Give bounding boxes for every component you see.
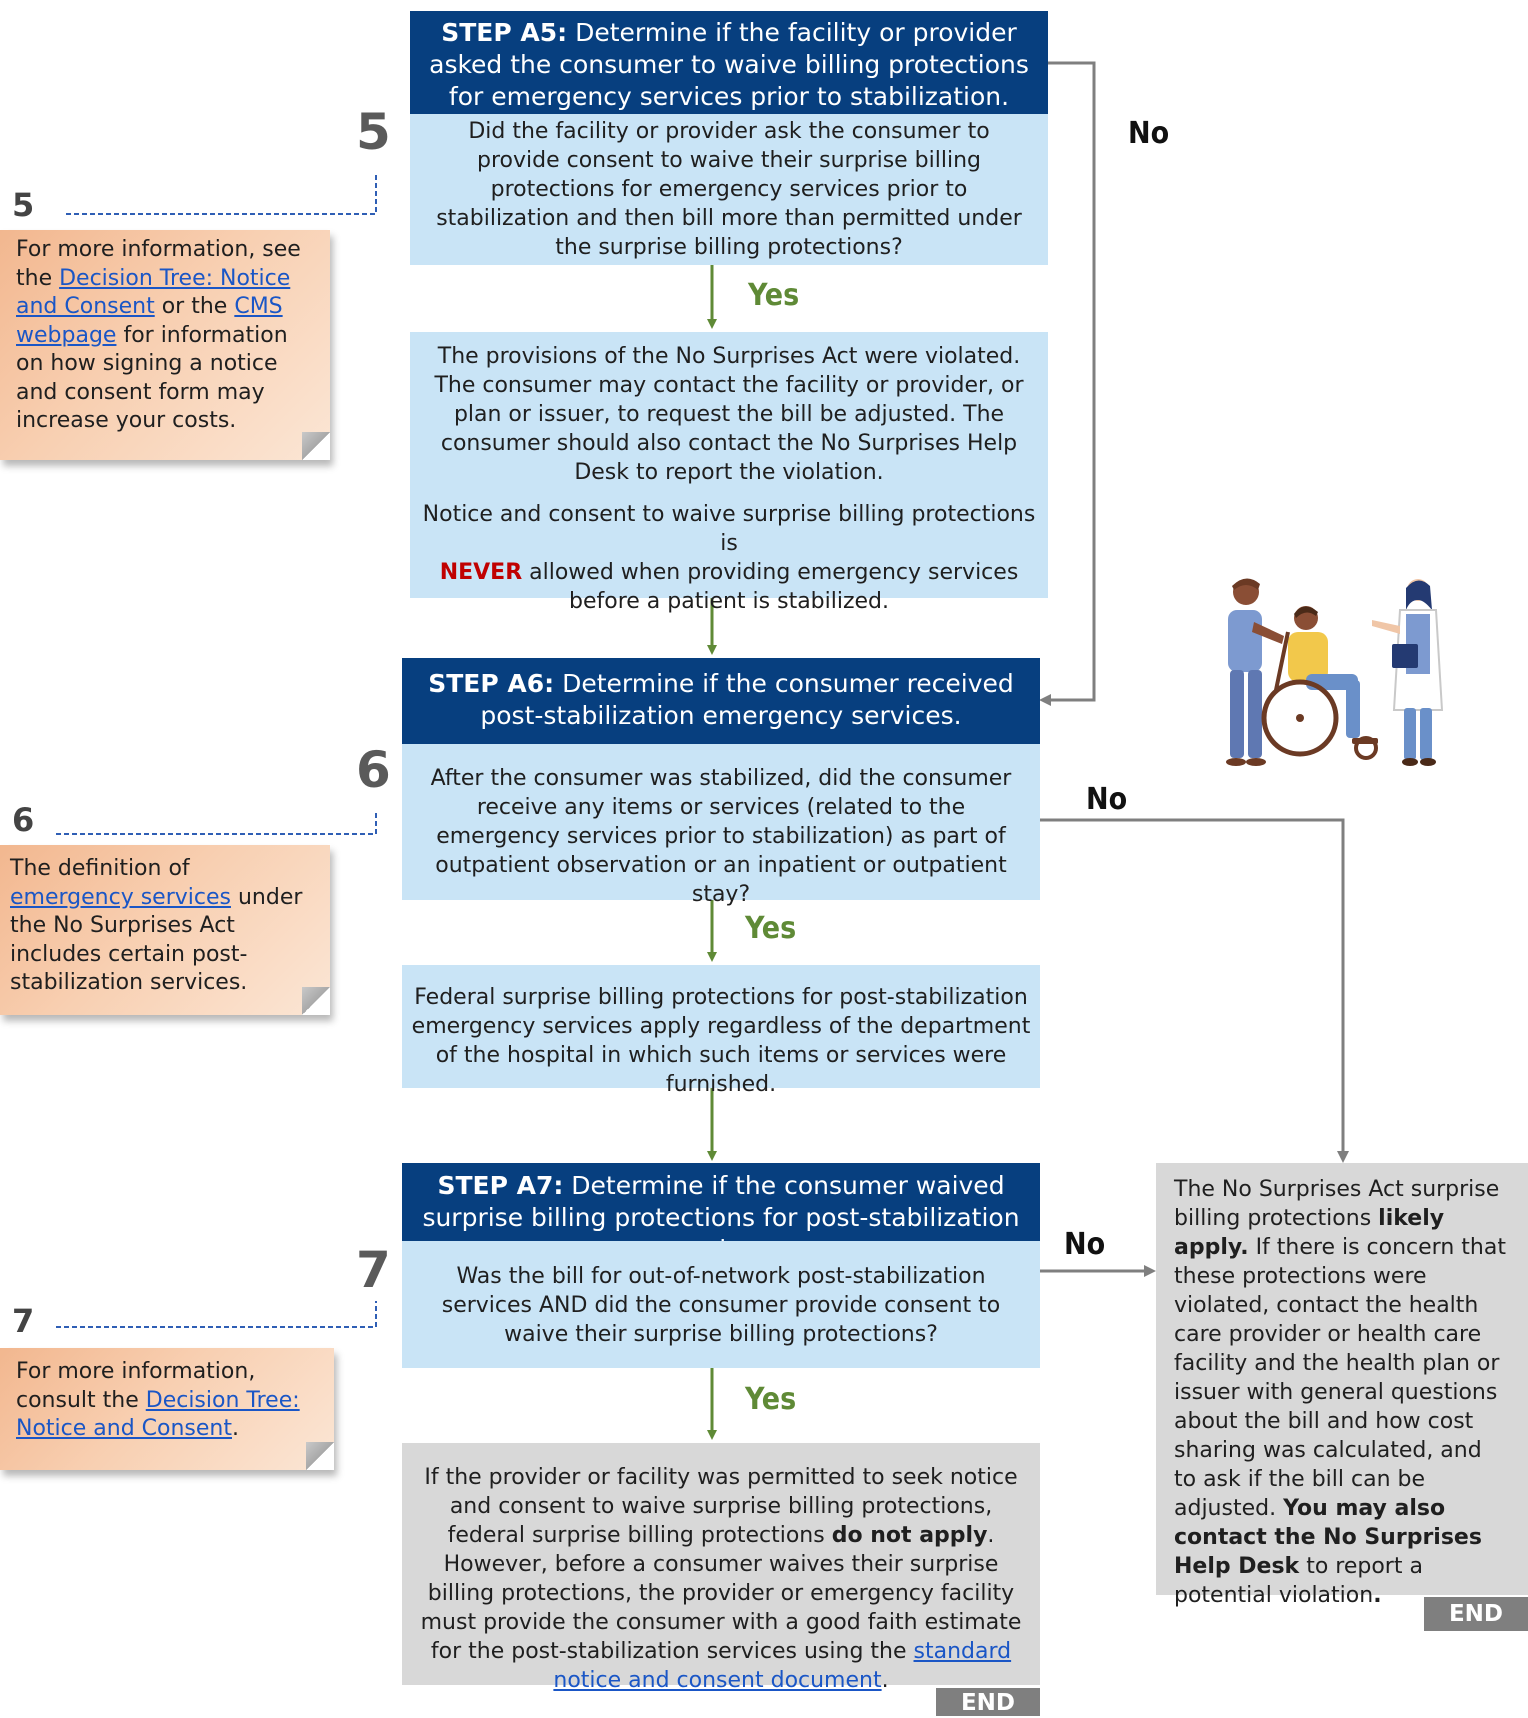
step-a7-yes-label: Yes: [745, 1382, 797, 1417]
step-a5-result-p2: Notice and consent to waive surprise bil…: [418, 500, 1040, 616]
step-a5-number: 5: [356, 103, 391, 161]
step-a7-number: 7: [356, 1241, 391, 1299]
note-6: The definition of emergency services und…: [0, 845, 330, 1015]
note-5: For more information, see the Decision T…: [0, 230, 330, 460]
step-a6-question-text: After the consumer was stabilized, did t…: [430, 766, 1012, 907]
never-emphasis: NEVER: [439, 560, 523, 585]
cms-webpage-link[interactable]: CMS webpage: [16, 294, 283, 348]
decision-tree-notice-consent-link[interactable]: Decision Tree: Notice and Consent: [16, 265, 291, 320]
step-a6-number: 6: [356, 741, 391, 799]
a5-no-path: [1039, 61, 1096, 706]
decision-tree-notice-consent-link-2[interactable]: Decision Tree: Notice and Consent: [16, 1387, 300, 1442]
likely-apply-end-badge: END: [1424, 1597, 1528, 1631]
a6-no-path: [1040, 818, 1349, 1163]
step-a5-no-label: No: [1128, 116, 1170, 151]
doctor-figure: [1372, 579, 1444, 766]
note7-t1: For more information, consult the: [16, 1359, 256, 1413]
note5-connector: [66, 172, 377, 215]
a7-result-t1: If the provider or facility was permitte…: [424, 1465, 1018, 1548]
step-a6-no-label: No: [1086, 782, 1128, 817]
note-7: For more information, consult the Decisi…: [0, 1348, 334, 1470]
likely-apply-end-period: .: [1373, 1583, 1382, 1608]
step-a7-question-text: Was the bill for out-of-network post-sta…: [441, 1264, 1001, 1347]
step-a5-title: Determine if the facility or provider as…: [429, 18, 1029, 111]
note6-connector: [56, 810, 377, 835]
result-p2-before: Notice and consent to waive surprise bil…: [422, 502, 1036, 556]
step-a6-header: STEP A6: Determine if the consumer recei…: [402, 658, 1040, 744]
patient-in-wheelchair: [1261, 606, 1378, 760]
note6-t1: The definition of: [10, 856, 190, 881]
likely-apply-t3: to report a potential violation: [1174, 1554, 1423, 1608]
likely-apply-t1: The No Surprises Act surprise billing pr…: [1174, 1177, 1500, 1231]
note5-t3: for information on how signing a notice …: [16, 322, 288, 434]
emergency-services-link[interactable]: emergency services: [10, 884, 231, 910]
note7-connector: [56, 1301, 377, 1328]
step-a6-title: Determine if the consumer received post-…: [480, 669, 1014, 730]
note5-page-curl: [302, 432, 330, 460]
step-a7-question: Was the bill for out-of-network post-sta…: [402, 1241, 1040, 1368]
step-a5-question: Did the facility or provider ask the con…: [410, 114, 1048, 265]
step-a5-result-p1: The provisions of the No Surprises Act w…: [434, 344, 1024, 485]
a7-result-t2: . However, before a consumer waives thei…: [420, 1523, 1022, 1664]
likely-apply-box: The No Surprises Act surprise billing pr…: [1156, 1163, 1528, 1608]
step-a5-question-text: Did the facility or provider ask the con…: [436, 119, 1022, 260]
note7-t2: .: [232, 1416, 239, 1441]
likely-apply-emphasis: likely apply.: [1174, 1206, 1445, 1260]
likely-apply-t2: If there is concern that these protectio…: [1174, 1235, 1506, 1521]
help-desk-emphasis: You may also contact the No Surprises He…: [1174, 1496, 1482, 1579]
note6-t2: under the No Surprises Act includes cert…: [10, 884, 303, 996]
note6-page-curl: [302, 987, 330, 1015]
step-a6-yes-label: Yes: [745, 911, 797, 946]
note-5-number: 5: [12, 186, 35, 224]
step-a6-result: Federal surprise billing protections for…: [402, 965, 1040, 1097]
note5-t2: or the: [161, 294, 228, 319]
step-a7-result: If the provider or facility was permitte…: [402, 1443, 1040, 1693]
note-7-number: 7: [12, 1302, 35, 1340]
step-a6-label: STEP A6:: [428, 669, 555, 698]
step-a5-yes-label: Yes: [748, 278, 800, 313]
standard-notice-consent-link[interactable]: standard notice and consent document: [553, 1639, 1012, 1693]
step-a6-question: After the consumer was stabilized, did t…: [402, 744, 1040, 907]
step-a7-header: STEP A7: Determine if the consumer waive…: [402, 1163, 1040, 1264]
caregiver-figure: [1226, 578, 1284, 766]
note-6-number: 6: [12, 801, 35, 839]
step-a5-result: The provisions of the No Surprises Act w…: [410, 332, 1048, 614]
step-a7-label: STEP A7:: [437, 1171, 564, 1200]
step-a6-result-text: Federal surprise billing protections for…: [411, 985, 1031, 1097]
step-a5-label: STEP A5:: [441, 18, 568, 47]
step-a5-header: STEP A5: Determine if the facility or pr…: [410, 11, 1048, 114]
a7-result-t3: .: [881, 1668, 889, 1693]
note5-t1: For more information, see the: [16, 237, 301, 291]
wheelchair-care-illustration: [1226, 578, 1444, 766]
step-a7-no-label: No: [1064, 1227, 1106, 1262]
do-not-apply-emphasis: do not apply: [831, 1523, 988, 1548]
note7-page-curl: [306, 1442, 334, 1470]
step-a7-end-badge: END: [936, 1688, 1040, 1716]
result-p2-after: allowed when providing emergency service…: [529, 560, 1019, 614]
